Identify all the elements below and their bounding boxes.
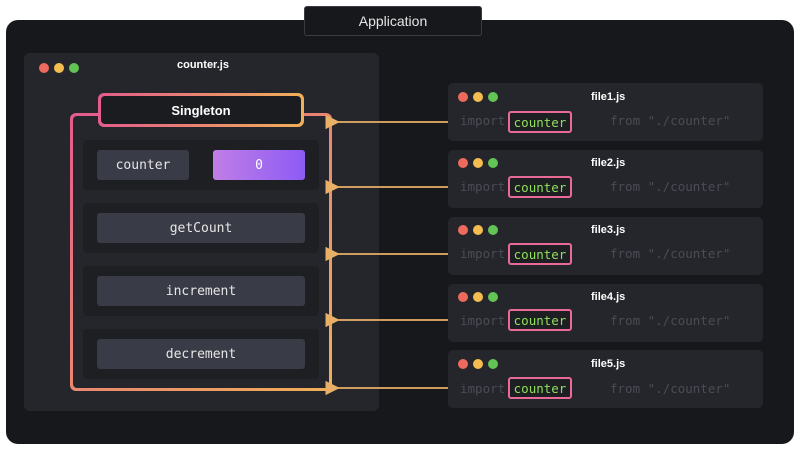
method-row-decrement: decrement — [83, 329, 319, 379]
import-keyword: import — [460, 381, 506, 396]
close-dot-icon[interactable] — [458, 92, 468, 102]
singleton-label: Singleton — [98, 93, 304, 127]
counter-import-binding: counter — [508, 377, 572, 399]
from-clause: from "./counter" — [610, 246, 731, 261]
file-title: file5.js — [591, 358, 626, 370]
minimize-dot-icon[interactable] — [473, 158, 483, 168]
method-row-increment: increment — [83, 266, 319, 316]
getcount-method: getCount — [97, 213, 305, 243]
maximize-dot-icon[interactable] — [488, 359, 498, 369]
import-statement: import from "./counter" — [460, 313, 730, 373]
close-dot-icon[interactable] — [458, 292, 468, 302]
counter-row: counter 0 — [83, 140, 319, 190]
file1-window: file1.js import from "./counter" counter — [448, 83, 763, 141]
file5-window: file5.js import from "./counter" counter — [448, 350, 763, 408]
close-dot-icon[interactable] — [458, 158, 468, 168]
window-controls[interactable] — [458, 292, 498, 302]
method-row-getcount: getCount — [83, 203, 319, 253]
from-clause: from "./counter" — [610, 381, 731, 396]
minimize-dot-icon[interactable] — [473, 225, 483, 235]
maximize-dot-icon[interactable] — [488, 158, 498, 168]
import-statement: import from "./counter" — [460, 381, 730, 441]
import-statement: import from "./counter" — [460, 113, 730, 173]
close-dot-icon[interactable] — [39, 63, 49, 73]
maximize-dot-icon[interactable] — [488, 92, 498, 102]
counter-import-binding: counter — [508, 309, 572, 331]
window-controls[interactable] — [458, 92, 498, 102]
file-title: file1.js — [591, 91, 626, 103]
counter-import-binding: counter — [508, 111, 572, 133]
window-controls[interactable] — [39, 63, 79, 73]
file-title: file3.js — [591, 224, 626, 236]
window-controls[interactable] — [458, 359, 498, 369]
import-statement: import from "./counter" — [460, 246, 730, 306]
counter-variable-label: counter — [97, 150, 189, 180]
counter-value: 0 — [213, 150, 305, 180]
file2-window: file2.js import from "./counter" counter — [448, 150, 763, 208]
file4-window: file4.js import from "./counter" counter — [448, 284, 763, 342]
import-keyword: import — [460, 313, 506, 328]
minimize-dot-icon[interactable] — [473, 92, 483, 102]
window-controls[interactable] — [458, 225, 498, 235]
maximize-dot-icon[interactable] — [488, 292, 498, 302]
import-statement: import from "./counter" — [460, 179, 730, 239]
close-dot-icon[interactable] — [458, 359, 468, 369]
minimize-dot-icon[interactable] — [473, 292, 483, 302]
increment-method: increment — [97, 276, 305, 306]
from-clause: from "./counter" — [610, 179, 731, 194]
counter-import-binding: counter — [508, 243, 572, 265]
file3-window: file3.js import from "./counter" counter — [448, 217, 763, 275]
counter-js-title: counter.js — [177, 59, 229, 71]
maximize-dot-icon[interactable] — [69, 63, 79, 73]
close-dot-icon[interactable] — [458, 225, 468, 235]
import-keyword: import — [460, 179, 506, 194]
window-controls[interactable] — [458, 158, 498, 168]
from-clause: from "./counter" — [610, 113, 731, 128]
singleton-label-text: Singleton — [101, 96, 301, 124]
maximize-dot-icon[interactable] — [488, 225, 498, 235]
from-clause: from "./counter" — [610, 313, 731, 328]
counter-import-binding: counter — [508, 176, 572, 198]
import-keyword: import — [460, 113, 506, 128]
minimize-dot-icon[interactable] — [473, 359, 483, 369]
decrement-method: decrement — [97, 339, 305, 369]
file-title: file4.js — [591, 291, 626, 303]
file-title: file2.js — [591, 157, 626, 169]
import-keyword: import — [460, 246, 506, 261]
minimize-dot-icon[interactable] — [54, 63, 64, 73]
application-title: Application — [304, 6, 482, 36]
